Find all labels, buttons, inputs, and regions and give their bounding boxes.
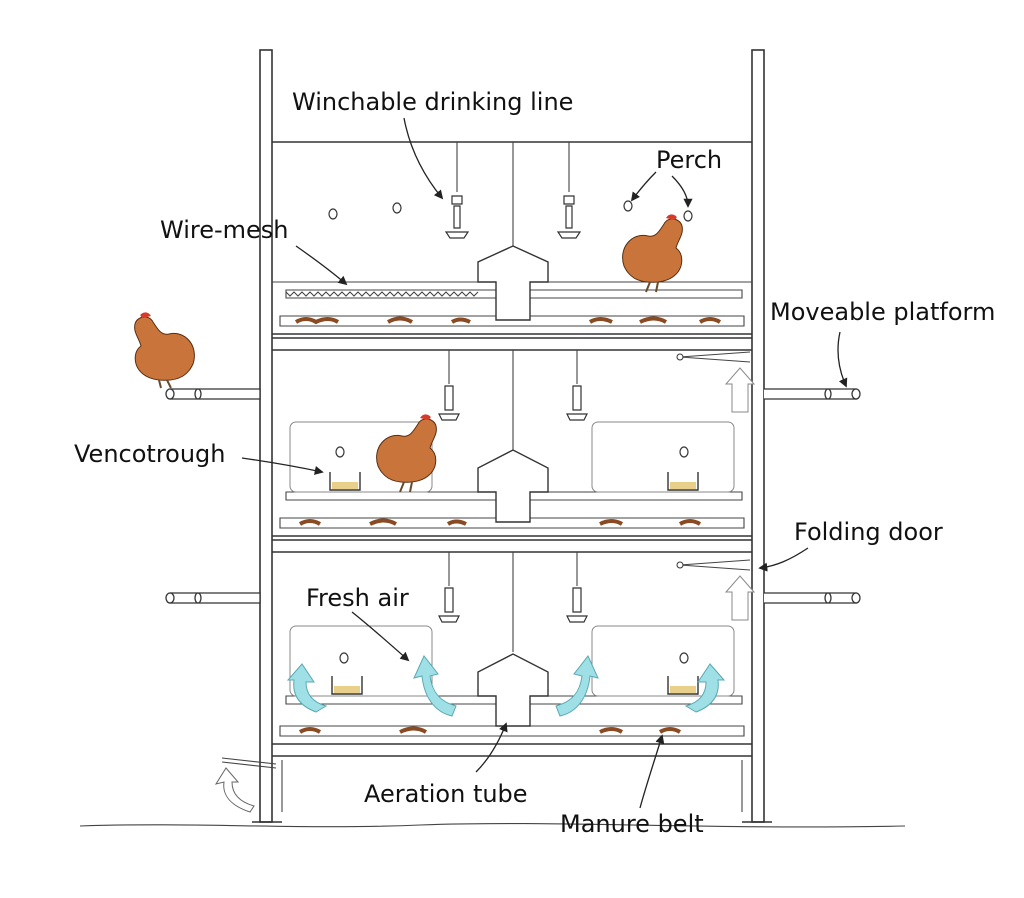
- base-structure: [214, 757, 743, 813]
- frame-posts: [252, 49, 772, 823]
- hen-on-platform: [134, 312, 195, 389]
- platforms: [165, 388, 861, 604]
- label-perch: Perch: [656, 146, 722, 174]
- label-fresh-air: Fresh air: [306, 584, 409, 612]
- tier-2: [272, 349, 752, 541]
- tier-3: [272, 551, 752, 757]
- label-folding-door: Folding door: [794, 518, 943, 546]
- hen-top-tier: [622, 214, 683, 293]
- aeration-tube: [477, 142, 549, 727]
- ground-line: [79, 823, 906, 828]
- drinking-lines: [438, 142, 588, 623]
- leader-lines: [241, 117, 848, 809]
- fresh-air-arrows: [286, 655, 726, 717]
- label-wire-mesh: Wire-mesh: [160, 216, 289, 244]
- troughs: [329, 472, 699, 695]
- label-aeration-tube: Aeration tube: [364, 780, 528, 808]
- hen-middle-tier: [376, 414, 437, 493]
- perches: [328, 200, 693, 664]
- label-moveable-platform: Moveable platform: [770, 298, 995, 326]
- label-vencotrough: Vencotrough: [74, 440, 226, 468]
- folding-doors: [676, 351, 756, 621]
- label-manure-belt: Manure belt: [560, 810, 704, 838]
- label-drinking-line: Winchable drinking line: [292, 88, 573, 116]
